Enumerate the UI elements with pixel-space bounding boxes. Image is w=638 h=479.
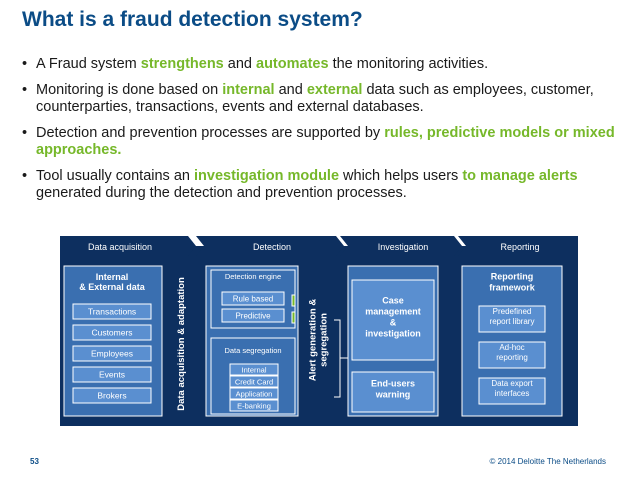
phase-header bbox=[458, 236, 578, 256]
bullet-text: data such as employees, customer, counte… bbox=[36, 81, 594, 116]
data-source-label: Events bbox=[99, 370, 125, 380]
phase-header-label: Reporting bbox=[500, 242, 539, 252]
highlight-text: investigation module bbox=[194, 167, 340, 184]
data-source-label: Customers bbox=[91, 328, 132, 338]
bullet-text: which helps users bbox=[339, 167, 463, 184]
end-users-warning-box bbox=[351, 371, 435, 413]
page-number: 53 bbox=[30, 457, 39, 466]
bullet-item: A Fraud system strengthens and automates… bbox=[20, 56, 628, 74]
bullet-text: Tool usually contains an bbox=[36, 167, 194, 184]
phase-header bbox=[340, 236, 462, 256]
highlight-text: external bbox=[306, 81, 363, 98]
highlight-text: rules, predictive models or mixed approa… bbox=[36, 124, 615, 159]
bullet-text: A Fraud system bbox=[36, 56, 141, 72]
highlight-text: to manage alerts bbox=[462, 167, 578, 184]
segregation-item bbox=[229, 387, 279, 400]
data-source-label: Brokers bbox=[97, 391, 126, 401]
highlight-text: internal bbox=[222, 81, 275, 98]
detection-engine-label: Predictive bbox=[235, 312, 271, 321]
bullet-item: Detection and prevention processes are s… bbox=[20, 125, 628, 160]
segregation-label: Application bbox=[236, 390, 273, 399]
segregation-label: Internal bbox=[241, 366, 266, 375]
engine-accent bbox=[291, 294, 296, 307]
data-source-label: Employees bbox=[91, 349, 133, 359]
segregation-label: Credit Card bbox=[235, 378, 273, 387]
page-title: What is a fraud detection system? bbox=[22, 8, 363, 31]
report-item-box bbox=[478, 377, 546, 405]
data-source-box bbox=[72, 387, 152, 404]
bullet-text: the monitoring activities. bbox=[328, 56, 489, 72]
bullet-list: A Fraud system strengthens and automates… bbox=[20, 56, 628, 211]
acquisition-vertical-group: Data acquisition & adaptation bbox=[176, 277, 187, 411]
detection-engine-title: Detection engine bbox=[225, 272, 281, 281]
data-segregation-title: Data segregation bbox=[224, 346, 281, 355]
detection-vertical-label: Alert generation &segregation bbox=[308, 299, 330, 381]
bullet-text: Monitoring is done based on bbox=[36, 81, 223, 98]
detection-vertical-group: Alert generation &segregation bbox=[308, 299, 330, 381]
highlight-text: strengthens bbox=[140, 56, 224, 72]
acquisition-vertical-label: Data acquisition & adaptation bbox=[176, 277, 187, 411]
bullet-item: Monitoring is done based on internal and… bbox=[20, 82, 628, 117]
bullet-text: generated during the detection and preve… bbox=[36, 185, 407, 201]
phase-header-label: Data acquisition bbox=[88, 242, 152, 252]
bullet-text: Detection and prevention processes are s… bbox=[36, 124, 385, 141]
engine-accent bbox=[291, 311, 296, 324]
segregation-item bbox=[229, 399, 279, 412]
phase-header-label: Detection bbox=[253, 242, 291, 252]
bullet-text: and bbox=[223, 56, 257, 72]
copyright: © 2014 Deloitte The Netherlands bbox=[489, 457, 606, 466]
report-item-box bbox=[478, 305, 546, 333]
acquisition-title: Internal& External data bbox=[79, 272, 146, 292]
data-source-box bbox=[72, 303, 152, 320]
detection-engine-item bbox=[221, 291, 285, 306]
segregation-item bbox=[229, 375, 279, 388]
phase-header bbox=[60, 236, 196, 256]
highlight-text: automates bbox=[256, 56, 329, 72]
case-management-box bbox=[351, 279, 435, 361]
data-source-box bbox=[72, 366, 152, 383]
segregation-label: E-banking bbox=[237, 402, 271, 411]
phase-header bbox=[196, 236, 344, 256]
data-source-label: Transactions bbox=[88, 307, 136, 317]
detection-engine-label: Rule based bbox=[233, 295, 273, 304]
data-source-box bbox=[72, 345, 152, 362]
detection-engine-item bbox=[221, 308, 285, 323]
bullet-text: and bbox=[274, 81, 307, 98]
segregation-item bbox=[229, 363, 279, 376]
connector-bracket bbox=[334, 319, 348, 398]
report-item-box bbox=[478, 341, 546, 369]
phase-header-label: Investigation bbox=[378, 242, 429, 252]
bullet-item: Tool usually contains an investigation m… bbox=[20, 168, 628, 203]
data-source-box bbox=[72, 324, 152, 341]
